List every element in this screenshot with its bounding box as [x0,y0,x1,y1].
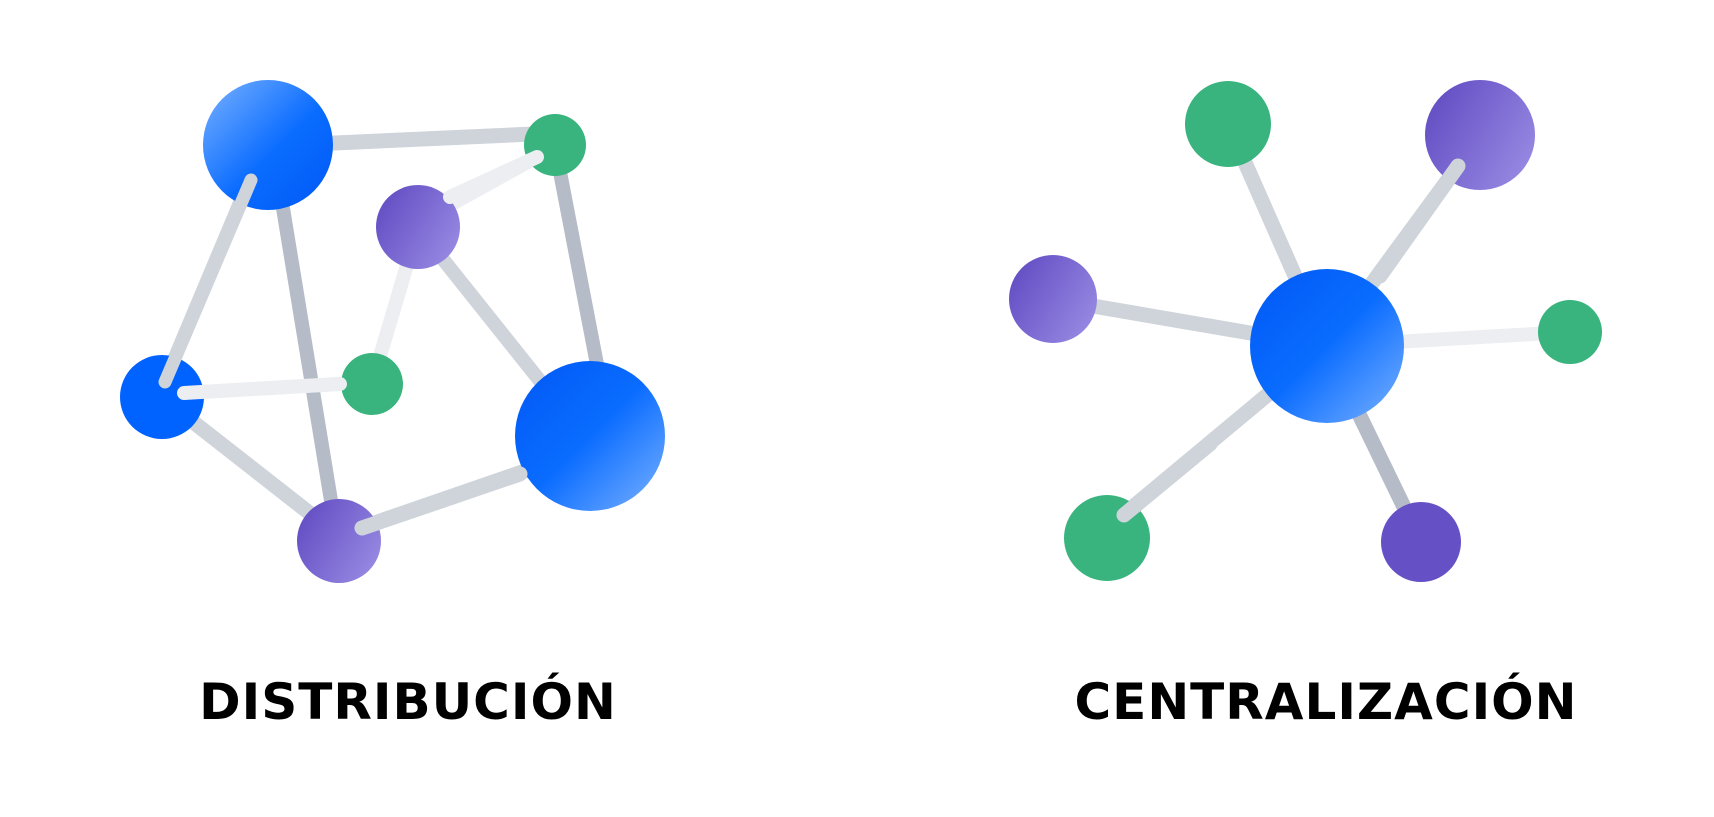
purple-node [1425,80,1535,190]
centralization-overlay-edges [1116,158,1466,523]
purple-node [1009,255,1097,343]
centralization-nodes [1009,80,1602,582]
edge [273,183,342,532]
green-node [1538,300,1602,364]
edge [158,173,258,389]
green-node [341,353,403,415]
distribution-nodes [120,80,665,583]
distribution-network [120,80,665,583]
distribution-overlay-edges [158,150,544,536]
purple-node [297,499,381,583]
blue-node [203,80,333,210]
edge [1372,158,1466,284]
purple-node [1381,502,1461,582]
hub-node [1250,269,1404,423]
purple-node [376,185,460,269]
green-node [524,114,586,176]
blue-node [120,355,204,439]
edge [443,150,544,204]
distribution-label: DISTRIBUCIÓN [199,673,617,731]
edge [354,466,528,536]
edge [1116,436,1218,523]
edge [177,377,347,400]
blue-node [515,361,665,511]
centralization-network [1009,80,1602,582]
green-node [1185,81,1271,167]
edge [548,139,607,387]
centralization-label: CENTRALIZACIÓN [1074,673,1578,731]
